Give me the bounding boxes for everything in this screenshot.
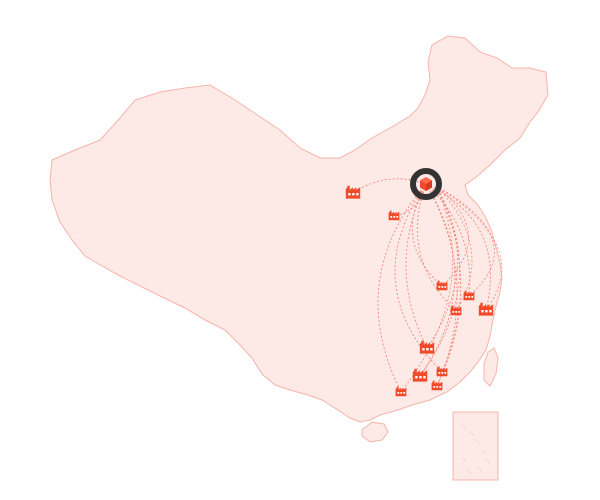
- route-line: [425, 183, 458, 387]
- route-line: [419, 185, 460, 377]
- hub-marker: [410, 168, 442, 200]
- route-line: [405, 183, 428, 349]
- hub-ring: [410, 168, 442, 200]
- china-mainland: [49, 35, 549, 423]
- route-line: [419, 183, 456, 377]
- route-line: [400, 185, 454, 393]
- route-line: [394, 183, 443, 373]
- route-line: [425, 183, 491, 311]
- taiwan-island: [483, 347, 499, 387]
- logo-cube-icon: [420, 177, 432, 191]
- south-china-sea-inset: [452, 411, 499, 481]
- route-line: [377, 183, 427, 393]
- route-line: [435, 185, 462, 387]
- hainan-island: [361, 421, 389, 443]
- route-line: [435, 185, 495, 297]
- route-line: [435, 185, 503, 311]
- route-line: [416, 183, 457, 312]
- inset-islands: [461, 424, 490, 474]
- route-line: [411, 183, 443, 287]
